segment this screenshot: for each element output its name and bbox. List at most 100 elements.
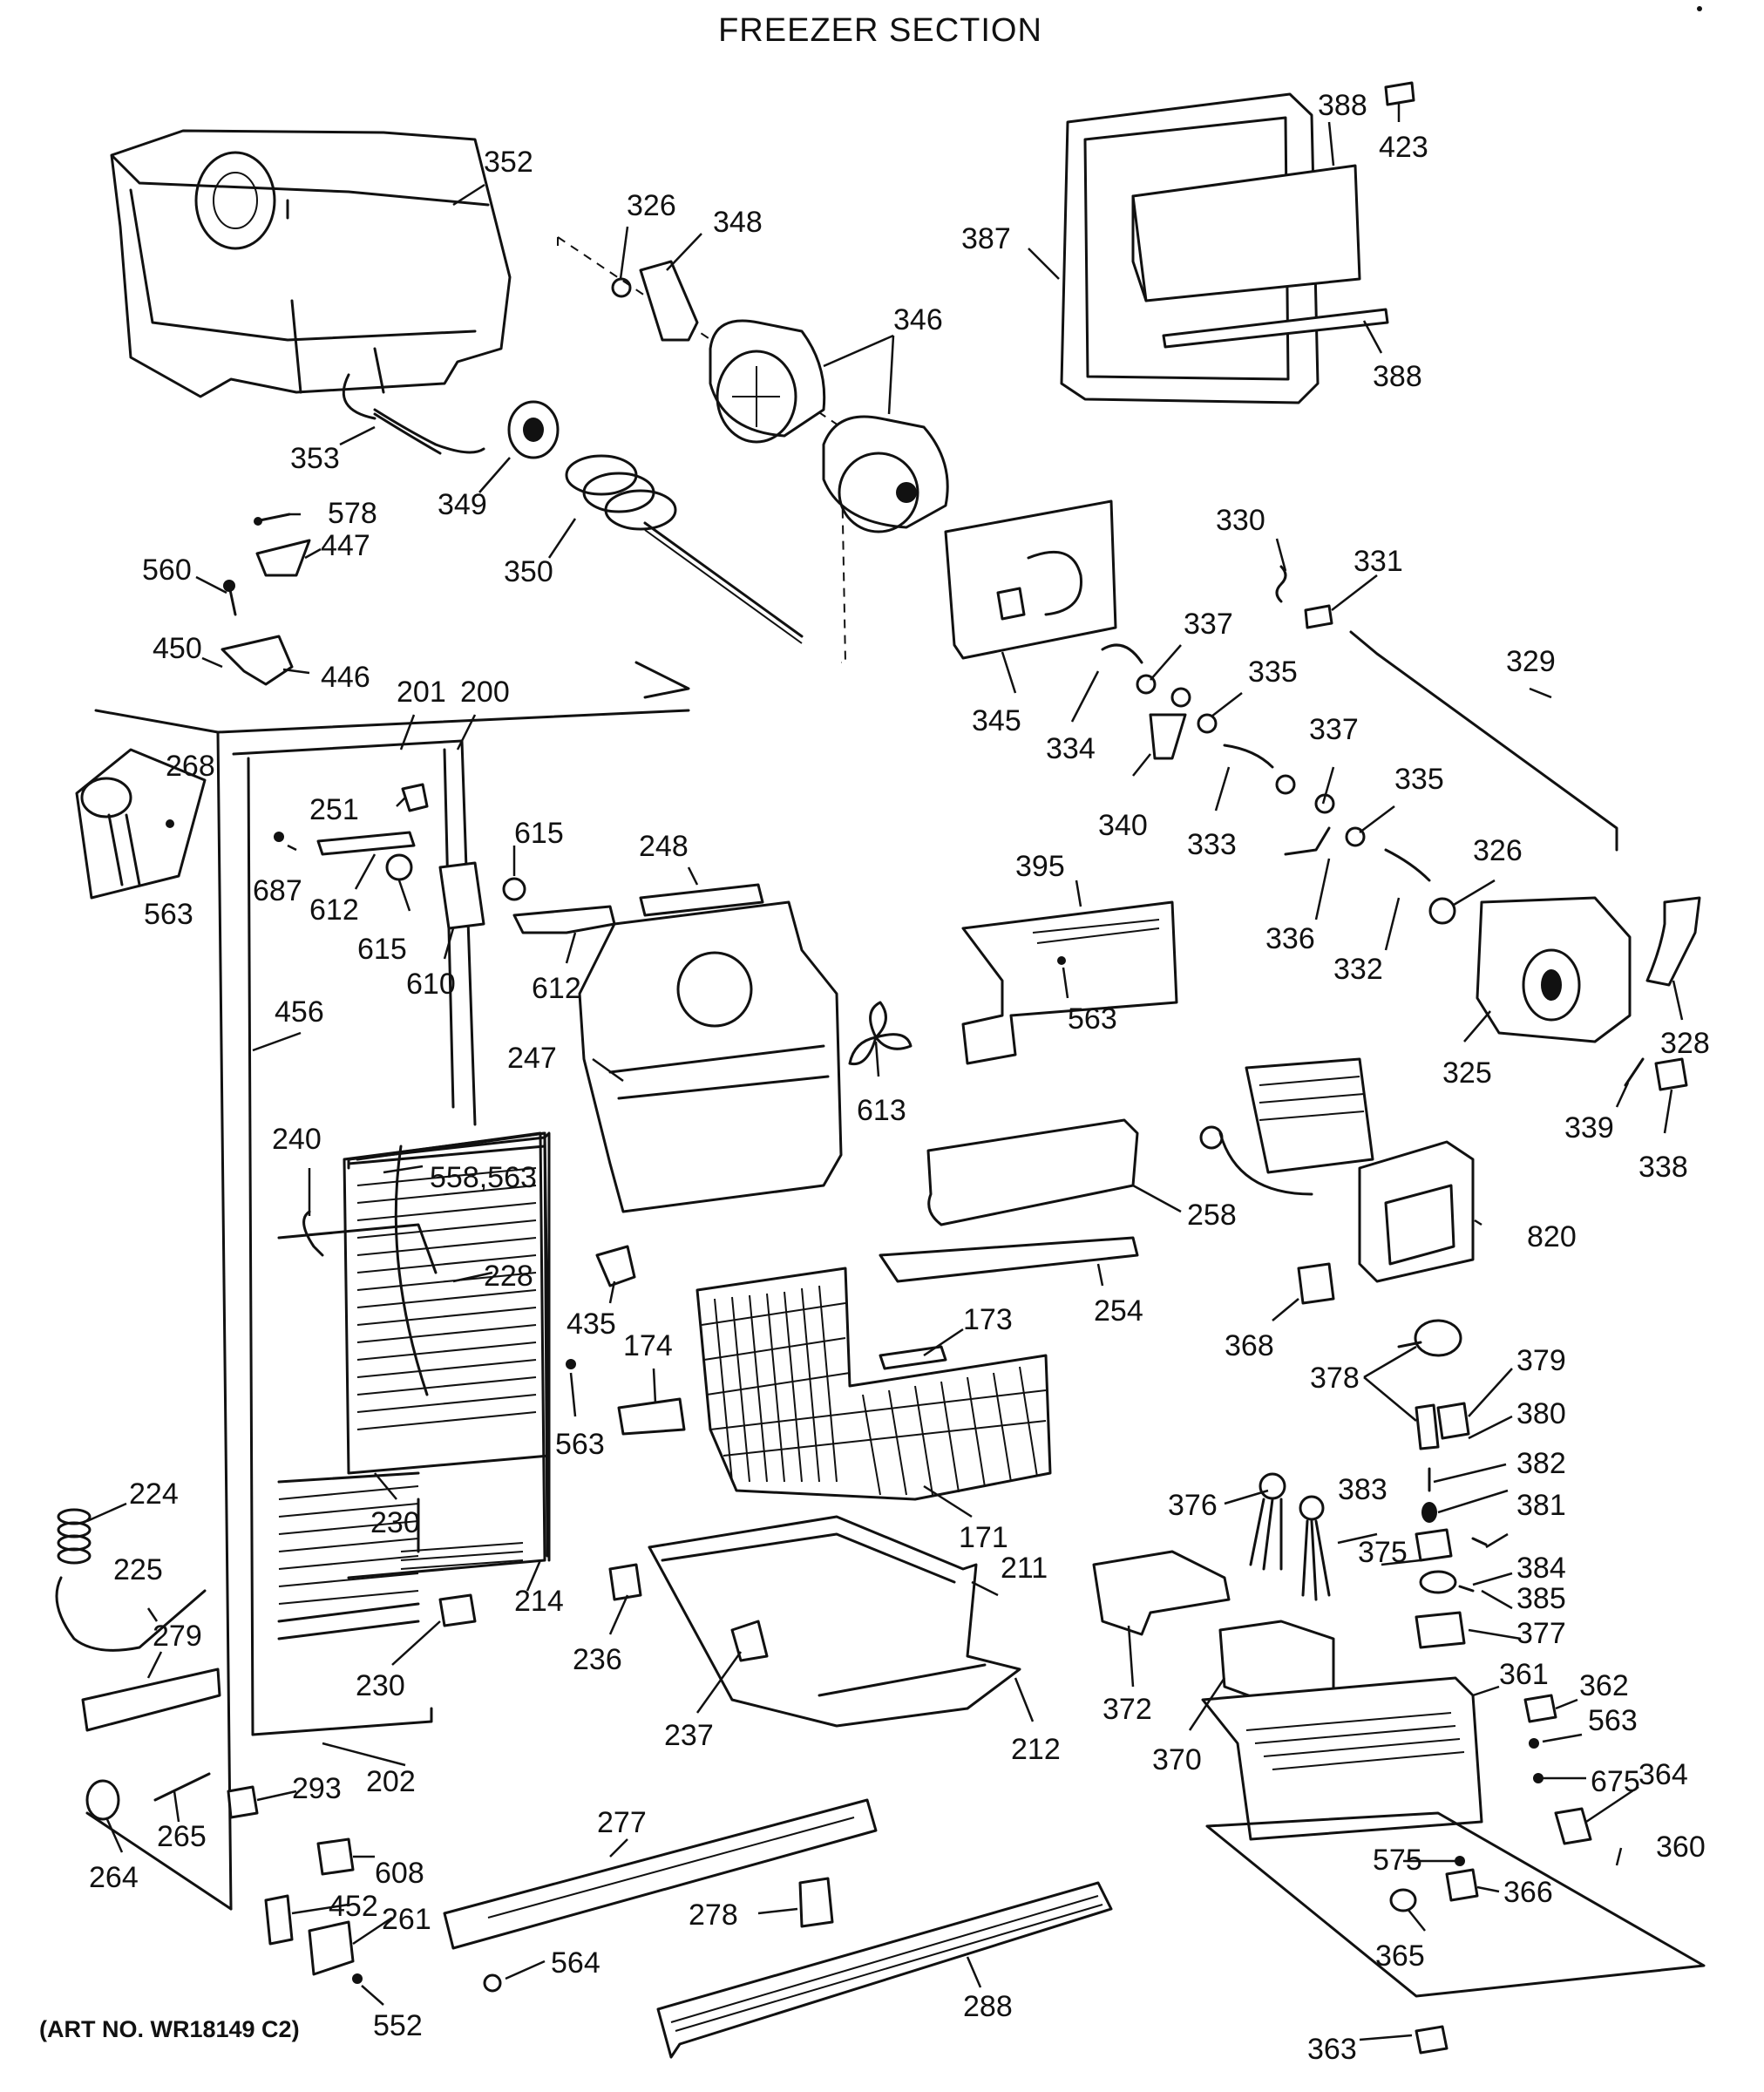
- label-337: 337: [1309, 713, 1359, 746]
- label-384: 384: [1516, 1552, 1566, 1585]
- label-370: 370: [1152, 1743, 1202, 1776]
- part-174: [617, 1397, 686, 1436]
- label-615: 615: [357, 933, 407, 966]
- assembly-dashed-box: [557, 236, 847, 663]
- part-293: [227, 1785, 259, 1819]
- label-385: 385: [1516, 1582, 1566, 1615]
- part-362: [1523, 1694, 1557, 1723]
- label-211: 211: [1001, 1552, 1048, 1585]
- label-202: 202: [366, 1765, 416, 1798]
- label-613: 613: [857, 1094, 906, 1127]
- pan-part: [648, 1515, 1021, 1728]
- label-201: 201: [397, 676, 446, 709]
- label-423: 423: [1379, 131, 1428, 164]
- solenoid-stack-part: [1397, 1319, 1488, 1649]
- diagram-title: FREEZER SECTION: [718, 12, 1042, 49]
- part-608: [316, 1837, 355, 1876]
- label-171: 171: [959, 1521, 1008, 1554]
- label-361: 361: [1499, 1658, 1549, 1691]
- auger-part: [507, 400, 804, 644]
- part-361-housing: [1201, 1676, 1483, 1841]
- part-329-rod: [1349, 630, 1618, 852]
- label-228: 228: [484, 1260, 533, 1293]
- label-387: 387: [961, 222, 1011, 255]
- label-279: 279: [153, 1620, 202, 1653]
- part-452: [264, 1894, 294, 1946]
- part-360-plate: [1205, 1811, 1706, 1998]
- label-331: 331: [1354, 545, 1403, 578]
- label-326: 326: [1473, 834, 1523, 867]
- gear-linkage-parts: [1101, 643, 1431, 882]
- part-328: [1645, 896, 1701, 987]
- label-612: 612: [532, 972, 581, 1005]
- label-334: 334: [1046, 732, 1096, 765]
- label-380: 380: [1516, 1397, 1566, 1430]
- part-265-pin: [153, 1772, 211, 1802]
- label-375: 375: [1358, 1536, 1408, 1569]
- label-329: 329: [1506, 645, 1556, 678]
- label-277: 277: [597, 1806, 647, 1839]
- label-212: 212: [1011, 1733, 1061, 1766]
- label-339: 339: [1564, 1111, 1614, 1144]
- cover-panel-214: [356, 1131, 549, 1558]
- label-346: 346: [893, 303, 943, 336]
- label-552: 552: [373, 2009, 423, 2042]
- part-224-spring: [57, 1508, 92, 1565]
- cover-panel-214b: [543, 1131, 551, 1562]
- label-173: 173: [963, 1303, 1013, 1336]
- label-224: 224: [129, 1477, 179, 1511]
- label-214: 214: [514, 1585, 564, 1618]
- label-575: 575: [1373, 1844, 1422, 1877]
- drum-part-346: [709, 319, 949, 533]
- art-number: (ART NO. WR18149 C2): [39, 2016, 300, 2042]
- label-360: 360: [1656, 1830, 1706, 1864]
- corner-dot: [1697, 6, 1702, 11]
- fan-housing-part: [578, 883, 843, 1213]
- part-423: [1384, 81, 1415, 106]
- part-366: [1445, 1868, 1479, 1902]
- label-377: 377: [1516, 1617, 1566, 1650]
- motor-plate-part: [944, 499, 1117, 660]
- label-368: 368: [1225, 1329, 1274, 1362]
- part-278: [798, 1877, 834, 1928]
- label-330: 330: [1216, 504, 1265, 537]
- label-349: 349: [438, 488, 487, 521]
- label-450: 450: [153, 632, 202, 665]
- label-365: 365: [1375, 1939, 1425, 1973]
- part-563d: [1529, 1738, 1539, 1749]
- part-254-rail: [879, 1236, 1139, 1283]
- label-563: 563: [1588, 1704, 1638, 1737]
- part-615a: [502, 877, 526, 901]
- label-237: 237: [664, 1719, 714, 1752]
- label-447: 447: [321, 529, 370, 562]
- leader-lines: [86, 103, 1684, 2041]
- label-338: 338: [1638, 1151, 1688, 1184]
- label-578: 578: [328, 497, 377, 530]
- label-258: 258: [1187, 1199, 1237, 1232]
- part-labels: 352 326 348 346 387 388 423 388 353 349 …: [89, 89, 1710, 2066]
- part-230b: [438, 1593, 477, 1627]
- part-326a: [611, 277, 632, 298]
- part-613-fan-blade: [848, 1001, 913, 1066]
- label-395: 395: [1015, 850, 1065, 883]
- label-332: 332: [1333, 953, 1383, 986]
- part-277-rail: [443, 1798, 878, 1950]
- label-333: 333: [1187, 828, 1237, 861]
- part-339-pin: [1624, 1057, 1645, 1087]
- label-687: 687: [253, 874, 302, 907]
- label-675: 675: [1591, 1765, 1640, 1798]
- part-258-cover: [926, 1118, 1139, 1226]
- dispenser-door-part: [1060, 92, 1389, 404]
- part-612a: [316, 831, 416, 856]
- label-382: 382: [1516, 1447, 1566, 1480]
- label-200: 200: [460, 676, 510, 709]
- label-378: 378: [1310, 1362, 1360, 1395]
- label-388: 388: [1373, 360, 1422, 393]
- label-247: 247: [507, 1042, 557, 1075]
- label-372: 372: [1102, 1693, 1152, 1726]
- cabinet-liner: [85, 661, 690, 1911]
- part-610-motor: [438, 861, 485, 930]
- label-564: 564: [551, 1946, 600, 1980]
- label-174: 174: [623, 1329, 673, 1362]
- part-288-grille: [656, 1881, 1113, 2059]
